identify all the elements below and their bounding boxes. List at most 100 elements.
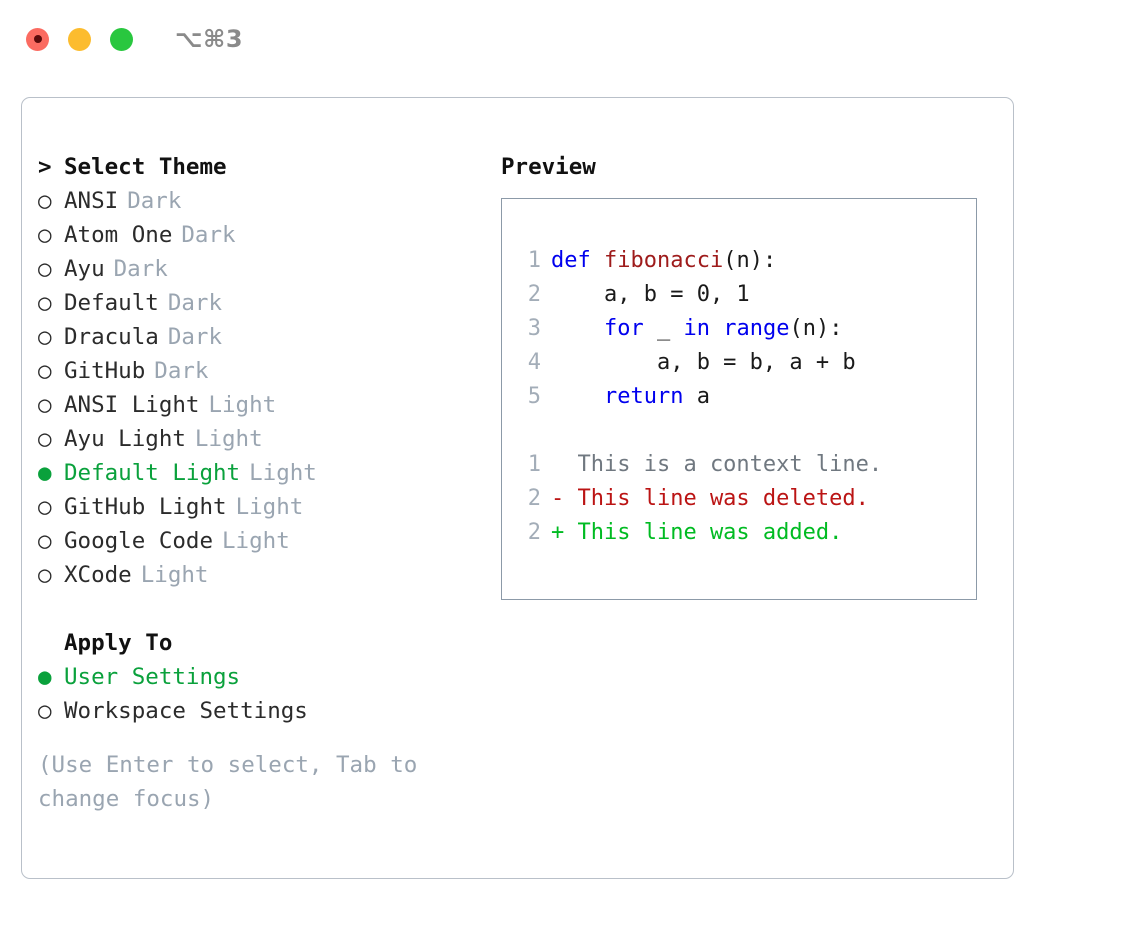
window-controls	[26, 27, 133, 51]
select-theme-label: Select Theme	[64, 154, 227, 180]
diff-text: + This line was added.	[551, 520, 843, 545]
token-plain: a	[683, 384, 710, 409]
radio-unselected-icon[interactable]: ○	[38, 256, 52, 282]
theme-variant: Dark	[181, 222, 236, 248]
theme-name: Default	[64, 290, 159, 316]
radio-unselected-icon[interactable]: ○	[38, 392, 52, 418]
code-preview: 1 def fibonacci(n): 2 a, b = 0, 1 3 for …	[515, 244, 970, 550]
theme-option-ansi-light[interactable]: ○ ANSI Light Light	[38, 388, 498, 422]
zoom-button-icon[interactable]	[110, 27, 133, 51]
theme-variant: Light	[235, 494, 304, 520]
radio-unselected-icon[interactable]: ○	[38, 698, 52, 724]
code-text: def fibonacci(n):	[551, 244, 776, 278]
radio-selected-icon[interactable]: ●	[38, 664, 52, 690]
theme-option-dracula-dark[interactable]: ○ Dracula Dark	[38, 320, 498, 354]
theme-option-github-light[interactable]: ○ GitHub Light Light	[38, 490, 498, 524]
prompt-caret-icon: >	[38, 154, 52, 180]
radio-unselected-icon[interactable]: ○	[38, 562, 52, 588]
token-plain: (n):	[789, 316, 843, 341]
section-spacer	[38, 592, 498, 626]
diff-text: This is a context line.	[551, 452, 883, 477]
record-dot-icon	[33, 35, 42, 43]
line-number: 5	[527, 384, 541, 409]
code-line: 4 a, b = b, a + b	[515, 346, 970, 380]
token-plain	[710, 316, 723, 341]
blank-marker: ○	[38, 626, 64, 660]
radio-unselected-icon[interactable]: ○	[38, 528, 52, 554]
radio-unselected-icon[interactable]: ○	[38, 358, 52, 384]
diff-text: - This line was deleted.	[551, 486, 869, 511]
token-keyword: range	[723, 316, 790, 341]
theme-option-ansi-dark[interactable]: ○ ANSI Dark	[38, 184, 498, 218]
theme-option-atom-one-dark[interactable]: ○ Atom One Dark	[38, 218, 498, 252]
token-keyword: return	[603, 384, 684, 409]
minimize-button-icon[interactable]	[68, 27, 91, 51]
radio-unselected-icon[interactable]: ○	[38, 494, 52, 520]
code-line: 5 return a	[515, 380, 970, 414]
theme-option-github-dark[interactable]: ○ GitHub Dark	[38, 354, 498, 388]
theme-variant: Light	[208, 392, 277, 418]
token-function: fibonacci	[603, 248, 724, 273]
radio-unselected-icon[interactable]: ○	[38, 426, 52, 452]
theme-name: Ayu Light	[64, 426, 186, 452]
code-text: a, b = 0, 1	[551, 278, 750, 312]
theme-name: GitHub Light	[64, 494, 227, 520]
code-line: 1 def fibonacci(n):	[515, 244, 970, 278]
theme-name: ANSI	[64, 188, 119, 214]
dialog-content: > Select Theme ○ ANSI Dark ○ Atom One Da…	[22, 98, 1013, 878]
theme-option-google-code[interactable]: ○ Google Code Light	[38, 524, 498, 558]
theme-name: ANSI Light	[64, 392, 200, 418]
radio-unselected-icon[interactable]: ○	[38, 222, 52, 248]
apply-to-option-label: User Settings	[64, 664, 241, 690]
theme-name: GitHub	[64, 358, 146, 384]
theme-variant: Light	[194, 426, 263, 452]
token-plain	[551, 384, 604, 409]
theme-variant: Light	[140, 562, 209, 588]
apply-to-option-workspace-settings[interactable]: ○ Workspace Settings	[38, 694, 498, 728]
code-line: 3 for _ in range(n):	[515, 312, 970, 346]
diff-line-added: 2 + This line was added.	[515, 516, 970, 550]
theme-option-ayu-dark[interactable]: ○ Ayu Dark	[38, 252, 498, 286]
theme-variant: Light	[249, 460, 317, 486]
theme-name: Atom One	[64, 222, 173, 248]
theme-option-ayu-light[interactable]: ○ Ayu Light Light	[38, 422, 498, 456]
theme-name: Ayu	[64, 256, 105, 282]
preview-title: Preview	[501, 154, 596, 180]
theme-name: Default Light	[64, 460, 241, 486]
theme-variant: Dark	[113, 256, 168, 282]
apply-to-option-label: Workspace Settings	[64, 698, 308, 724]
diff-line-deleted: 2 - This line was deleted.	[515, 482, 970, 516]
token-plain	[551, 316, 604, 341]
theme-variant: Dark	[127, 188, 182, 214]
preview-box: 1 def fibonacci(n): 2 a, b = 0, 1 3 for …	[501, 198, 977, 600]
select-theme-header: > Select Theme	[38, 150, 498, 184]
code-text: a, b = b, a + b	[551, 346, 856, 380]
code-text: return a	[551, 380, 710, 414]
theme-variant: Dark	[167, 290, 223, 316]
code-line: 2 a, b = 0, 1	[515, 278, 970, 312]
radio-unselected-icon[interactable]: ○	[38, 324, 52, 350]
theme-option-xcode[interactable]: ○ XCode Light	[38, 558, 498, 592]
line-number: 1	[527, 248, 541, 273]
apply-to-header: ○ Apply To	[38, 626, 498, 660]
theme-name: Dracula	[64, 324, 159, 350]
apply-to-option-user-settings[interactable]: ● User Settings	[38, 660, 498, 694]
radio-unselected-icon[interactable]: ○	[38, 290, 52, 316]
token-plain: a, b = 0, 1	[551, 282, 750, 307]
theme-option-default-dark[interactable]: ○ Default Dark	[38, 286, 498, 320]
radio-selected-icon[interactable]: ●	[38, 460, 52, 486]
theme-picker-column: > Select Theme ○ ANSI Dark ○ Atom One Da…	[38, 150, 498, 816]
close-button-icon[interactable]	[26, 27, 49, 51]
keyboard-hint-text: (Use Enter to select, Tab to change focu…	[38, 752, 418, 812]
keyboard-shortcut-label: ⌥⌘3	[175, 25, 244, 53]
line-number: 4	[527, 350, 541, 375]
line-number: 2	[527, 486, 541, 511]
diff-line-context: 1 This is a context line.	[515, 448, 970, 482]
radio-unselected-icon[interactable]: ○	[38, 188, 52, 214]
diff-spacer	[515, 414, 970, 448]
dialog-panel: > Select Theme ○ ANSI Dark ○ Atom One Da…	[21, 97, 1014, 879]
theme-option-default-light[interactable]: ● Default Light Light	[38, 456, 498, 490]
token-plain: a, b = b, a + b	[551, 350, 856, 375]
line-number: 3	[527, 316, 541, 341]
theme-variant: Dark	[154, 358, 209, 384]
